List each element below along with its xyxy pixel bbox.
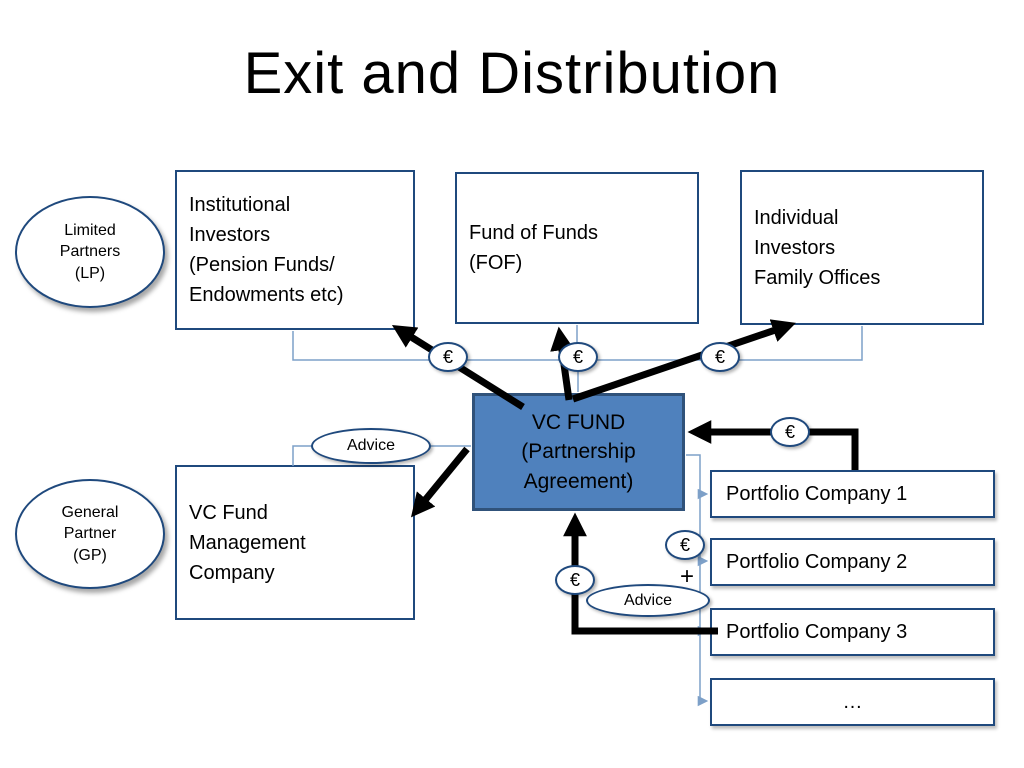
arrow-fund-to-individual xyxy=(571,319,797,403)
node-institutional-investors: Institutional Investors (Pension Funds/ … xyxy=(175,170,415,330)
euro-badge: € xyxy=(555,565,595,595)
advice-label-gp: Advice xyxy=(311,428,431,464)
node-portfolio-company-1: Portfolio Company 1 xyxy=(710,470,995,518)
euro-badge: € xyxy=(700,342,740,372)
euro-badge: € xyxy=(428,342,468,372)
node-vc-fund-management: VC Fund Management Company xyxy=(175,465,415,620)
node-general-partner: General Partner (GP) xyxy=(15,479,165,589)
node-fund-of-funds: Fund of Funds (FOF) xyxy=(455,172,699,324)
plus-sign: + xyxy=(680,563,695,590)
node-portfolio-company-3: Portfolio Company 3 xyxy=(710,608,995,656)
node-portfolio-more: … xyxy=(710,678,995,726)
node-vc-fund: VC FUND (Partnership Agreement) xyxy=(472,393,685,511)
node-individual-investors: Individual Investors Family Offices xyxy=(740,170,984,325)
node-portfolio-company-2: Portfolio Company 2 xyxy=(710,538,995,586)
advice-label-portfolio: Advice xyxy=(586,584,710,617)
node-limited-partners: Limited Partners (LP) xyxy=(15,196,165,308)
page-title: Exit and Distribution xyxy=(243,41,781,106)
euro-badge: € xyxy=(770,417,810,447)
euro-badge: € xyxy=(558,342,598,372)
euro-badge: € xyxy=(665,530,705,560)
arrow-fund-to-management xyxy=(410,446,470,518)
